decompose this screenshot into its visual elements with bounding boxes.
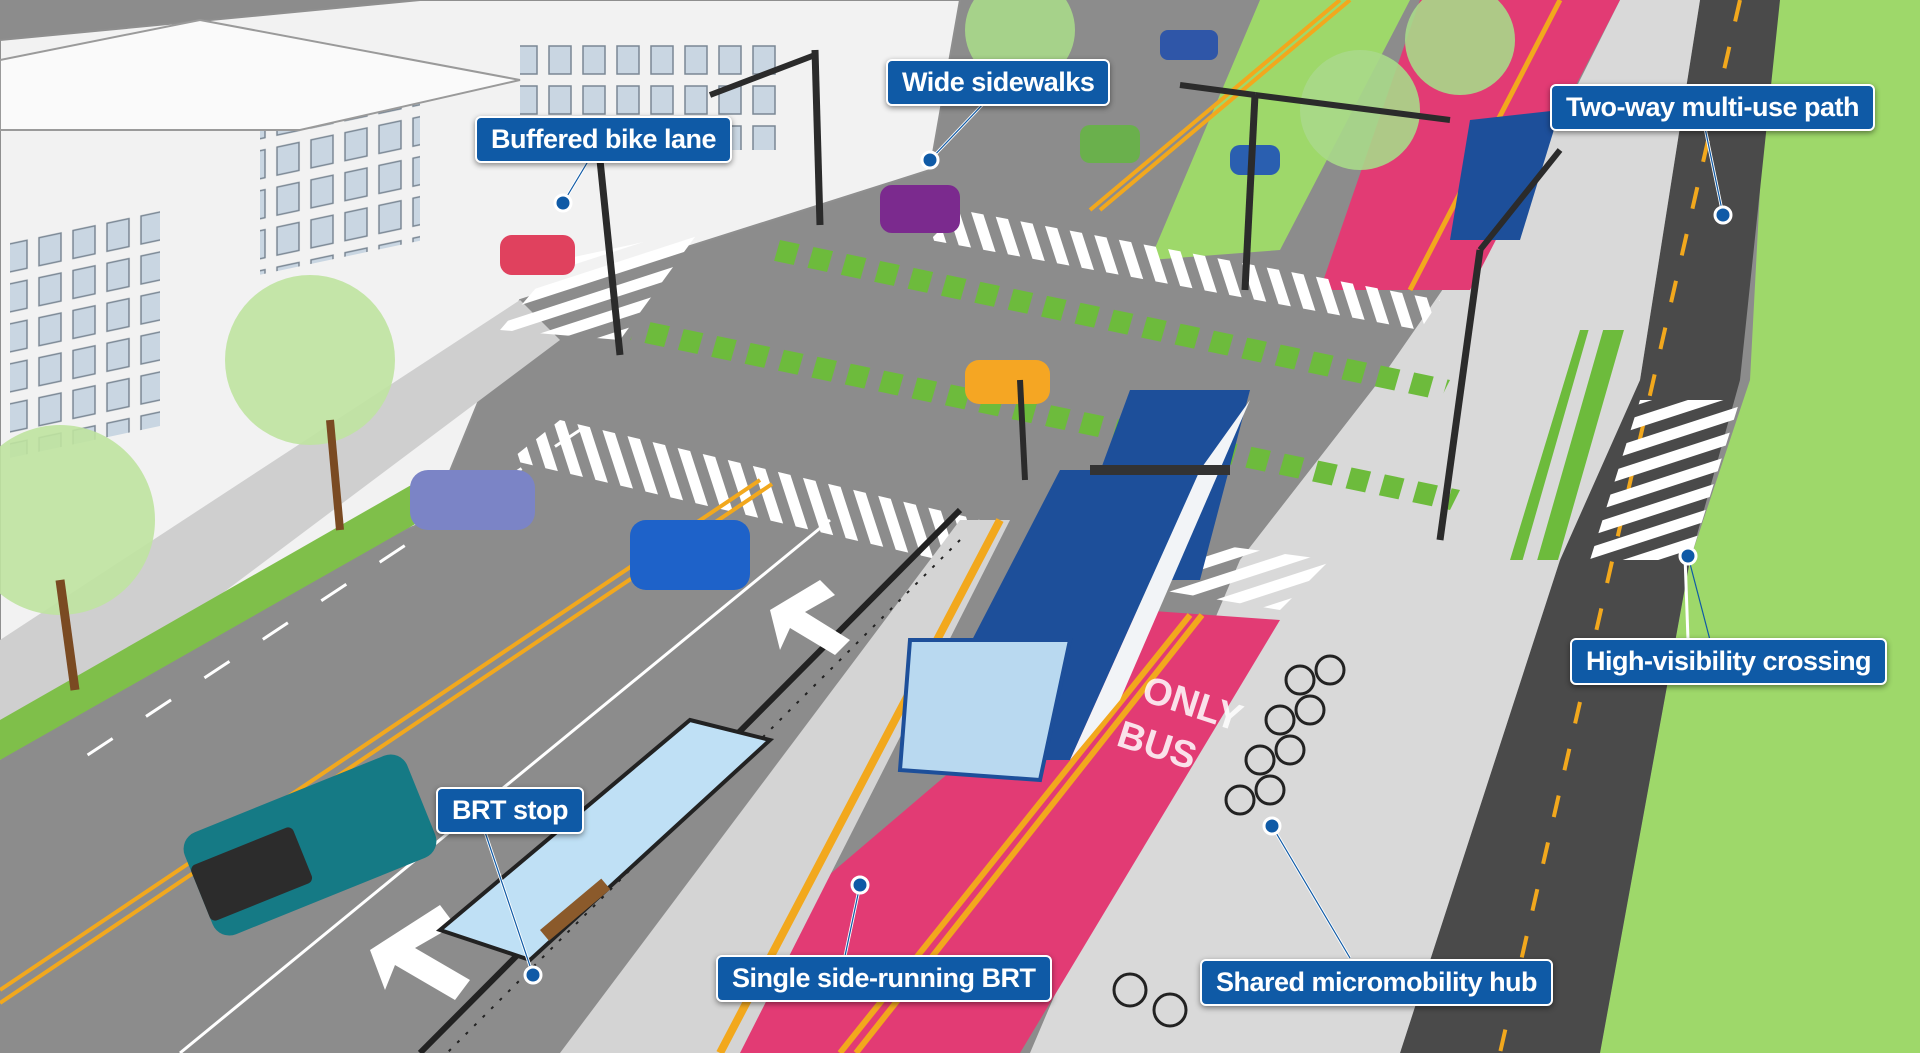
signal-mast-arm — [1179, 82, 1256, 98]
shelter-bench — [540, 878, 611, 941]
callout-two-way-multi-use-path: Two-way multi-use path — [1550, 84, 1876, 131]
car-orange — [965, 360, 1050, 404]
building-windows — [10, 205, 160, 458]
grass-area-right — [1600, 0, 1920, 1053]
signal-mast-arm — [1477, 148, 1563, 252]
center-line-upper — [1098, 0, 1352, 212]
callout-brt-stop: BRT stop — [436, 787, 584, 834]
turn-arrow-marking — [770, 580, 850, 655]
signal-pole — [1241, 94, 1259, 291]
crosswalk-far — [930, 210, 1440, 330]
car-purple — [880, 185, 960, 233]
car-lavender — [410, 470, 535, 530]
car-navy-far — [1160, 30, 1218, 60]
tree-trunk — [326, 419, 344, 531]
building-roof — [0, 18, 521, 131]
callout-dot-multi-use-path — [1713, 205, 1733, 225]
signal-mast-arm — [708, 52, 817, 98]
bike-rack-group — [1112, 654, 1346, 1028]
signal-pole — [596, 159, 624, 356]
callout-dot-brt-lane — [850, 875, 870, 895]
bike-crossing-green — [630, 320, 1460, 510]
brt-platform — [560, 520, 1010, 1053]
bike-crossing-green — [1510, 330, 1630, 560]
callout-dot-micromobility — [1262, 816, 1282, 836]
signal-mast-arm — [1254, 92, 1451, 123]
bus-upper — [1450, 110, 1560, 240]
signal-pole — [811, 49, 824, 226]
center-line-upper — [1088, 0, 1342, 212]
car-red — [500, 235, 575, 275]
callout-wide-sidewalks: Wide sidewalks — [886, 59, 1111, 106]
tree-canopy — [225, 275, 395, 445]
crosswalk-left — [500, 230, 700, 340]
lane-line — [179, 518, 831, 1053]
signal-pole — [1017, 379, 1028, 481]
sidewalk-right — [1030, 0, 1700, 1053]
car-green — [1080, 125, 1140, 163]
callout-shared-micromobility-hub: Shared micromobility hub — [1200, 959, 1554, 1006]
callout-dot-crossing — [1678, 546, 1698, 566]
brt-bus-front — [897, 638, 1073, 783]
callout-dot-sidewalks — [920, 150, 940, 170]
callout-high-visibility-crossing: High-visibility crossing — [1570, 638, 1888, 685]
truck-bed — [191, 827, 313, 921]
callout-single-side-running-brt: Single side-running BRT — [716, 955, 1052, 1002]
tree-canopy — [1405, 0, 1515, 95]
bike-crossing-green — [770, 240, 1450, 400]
grass-strip-left — [0, 480, 440, 760]
brt-bus-side — [1070, 400, 1250, 760]
platform-railing — [445, 539, 961, 1053]
crosswalk-high-visibility — [1590, 400, 1740, 560]
signal-pole — [1436, 249, 1484, 541]
car-blue — [630, 520, 750, 590]
tree-canopy — [0, 425, 155, 615]
callout-dot-brt-stop — [523, 965, 543, 985]
callout-buffered-bike-lane: Buffered bike lane — [475, 116, 733, 163]
bus-shelter-roof — [435, 717, 775, 963]
tree-trunk — [55, 579, 80, 691]
multi-use-path — [1400, 0, 1780, 1053]
callout-dot-bike-lane — [553, 193, 573, 213]
